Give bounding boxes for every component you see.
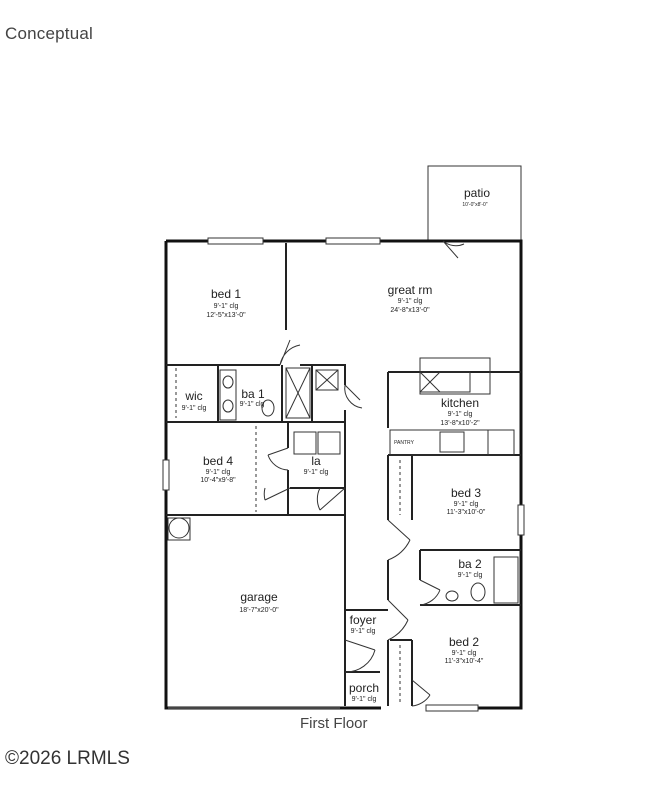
room-bed2-name: bed 2 [449,635,479,649]
room-great-name: great rm [388,283,433,297]
copyright-watermark: ©2026 LRMLS [5,748,130,769]
room-ba2-name: ba 2 [458,557,482,571]
pantry-label: PANTRY [394,440,414,446]
room-kitchen-ceiling: 9'-1" clg [448,411,473,418]
room-foyer-name: foyer [350,613,377,627]
plan-caption: First Floor [300,715,368,732]
closets [175,368,401,702]
room-bed3-name: bed 3 [451,486,481,500]
interior-walls [166,243,521,706]
room-bed4-size: 10'-4"x9'-8" [200,477,236,484]
room-ba1-name: ba 1 [241,387,265,401]
room-kitchen-size: 13'-8"x10'-2" [440,420,480,427]
room-wic-name: wic [184,389,202,403]
fixtures [167,357,519,604]
room-porch-ceiling: 9'-1" clg [352,696,377,703]
room-bed4-name: bed 4 [203,454,233,468]
room-bed3-size: 11'-3"x10'-0" [447,509,486,516]
room-great-size: 24'-8"x13'-0" [390,307,430,314]
room-bed2-ceiling: 9'-1" clg [452,650,477,657]
room-patio-name: patio [464,186,490,200]
room-garage-size: 18'-7"x20'-0" [239,607,279,614]
room-great-ceiling: 9'-1" clg [398,298,423,305]
room-bed1-name: bed 1 [211,287,241,301]
room-foyer-ceiling: 9'-1" clg [351,628,376,635]
room-kitchen-name: kitchen [441,396,479,410]
room-bed4-ceiling: 9'-1" clg [206,469,231,476]
windows [162,237,525,712]
room-bed1-ceiling: 9'-1" clg [214,303,239,310]
room-bed2-size: 11'-3"x10'-4" [445,658,484,665]
room-ba1-ceiling: 9'-1" clg [240,401,265,408]
room-la-name: la [311,454,321,468]
room-patio-size: 10'-0"x8'-0" [462,202,487,208]
room-porch-name: porch [349,681,379,695]
room-garage-name: garage [240,590,278,604]
room-labels: bed 1 9'-1" clg 12'-5"x13'-0" great rm 9… [182,186,491,703]
room-bed1-size: 12'-5"x13'-0" [206,312,246,319]
room-bed3-ceiling: 9'-1" clg [454,501,479,508]
conceptual-label: Conceptual [5,24,94,43]
room-ba2-ceiling: 9'-1" clg [458,572,483,579]
doors [263,240,465,707]
room-wic-ceiling: 9'-1" clg [182,405,207,412]
room-la-ceiling: 9'-1" clg [304,469,329,476]
